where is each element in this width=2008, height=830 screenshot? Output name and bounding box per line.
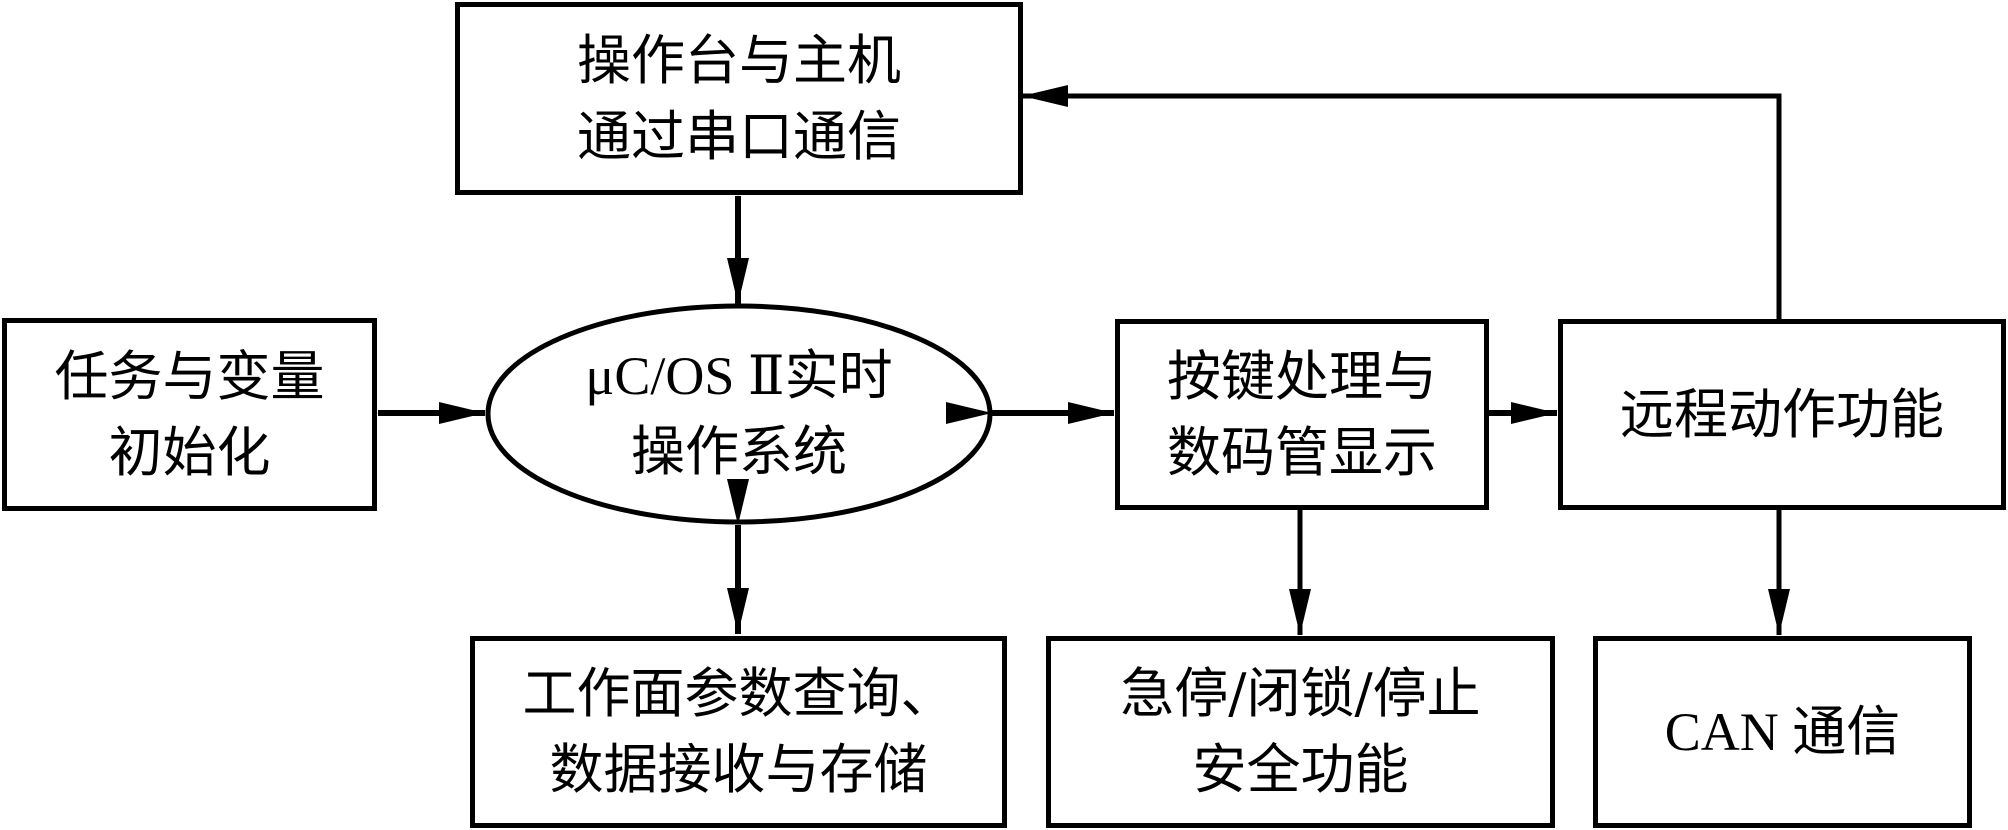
- node-remote-action-line-1: 远程动作功能: [1620, 382, 1944, 446]
- node-rtos-line-2: 操作系统: [631, 420, 847, 483]
- node-safety-line-2: 安全功能: [1192, 738, 1409, 801]
- node-can-comm-line-1: CAN 通信: [1664, 702, 1901, 762]
- node-init-line-2: 初始化: [108, 420, 271, 484]
- node-host-comm: 操作台与主机 通过串口通信: [455, 2, 1023, 195]
- node-init: 任务与变量 初始化: [2, 318, 377, 511]
- node-can-comm: CAN 通信: [1593, 636, 1972, 828]
- node-remote-action: 远程动作功能: [1558, 319, 2006, 510]
- node-host-comm-line-1: 操作台与主机: [577, 28, 901, 92]
- node-param-query-line-2: 数据接收与存储: [549, 738, 928, 801]
- node-safety: 急停/闭锁/停止 安全功能: [1046, 636, 1555, 828]
- node-keys-display-line-1: 按键处理与: [1167, 344, 1437, 408]
- node-keys-display: 按键处理与 数码管显示: [1115, 319, 1489, 510]
- node-rtos: μC/OS Ⅱ实时 操作系统: [490, 306, 988, 522]
- node-safety-line-1: 急停/闭锁/停止: [1120, 662, 1481, 725]
- node-host-comm-line-2: 通过串口通信: [577, 104, 901, 168]
- node-param-query: 工作面参数查询、 数据接收与存储: [470, 636, 1007, 828]
- node-param-query-line-1: 工作面参数查询、: [522, 662, 955, 725]
- node-rtos-line-1: μC/OS Ⅱ实时: [585, 346, 893, 406]
- node-keys-display-line-2: 数码管显示: [1167, 420, 1437, 484]
- node-init-line-1: 任务与变量: [54, 344, 325, 408]
- edge-remote-host: [1022, 85, 1782, 320]
